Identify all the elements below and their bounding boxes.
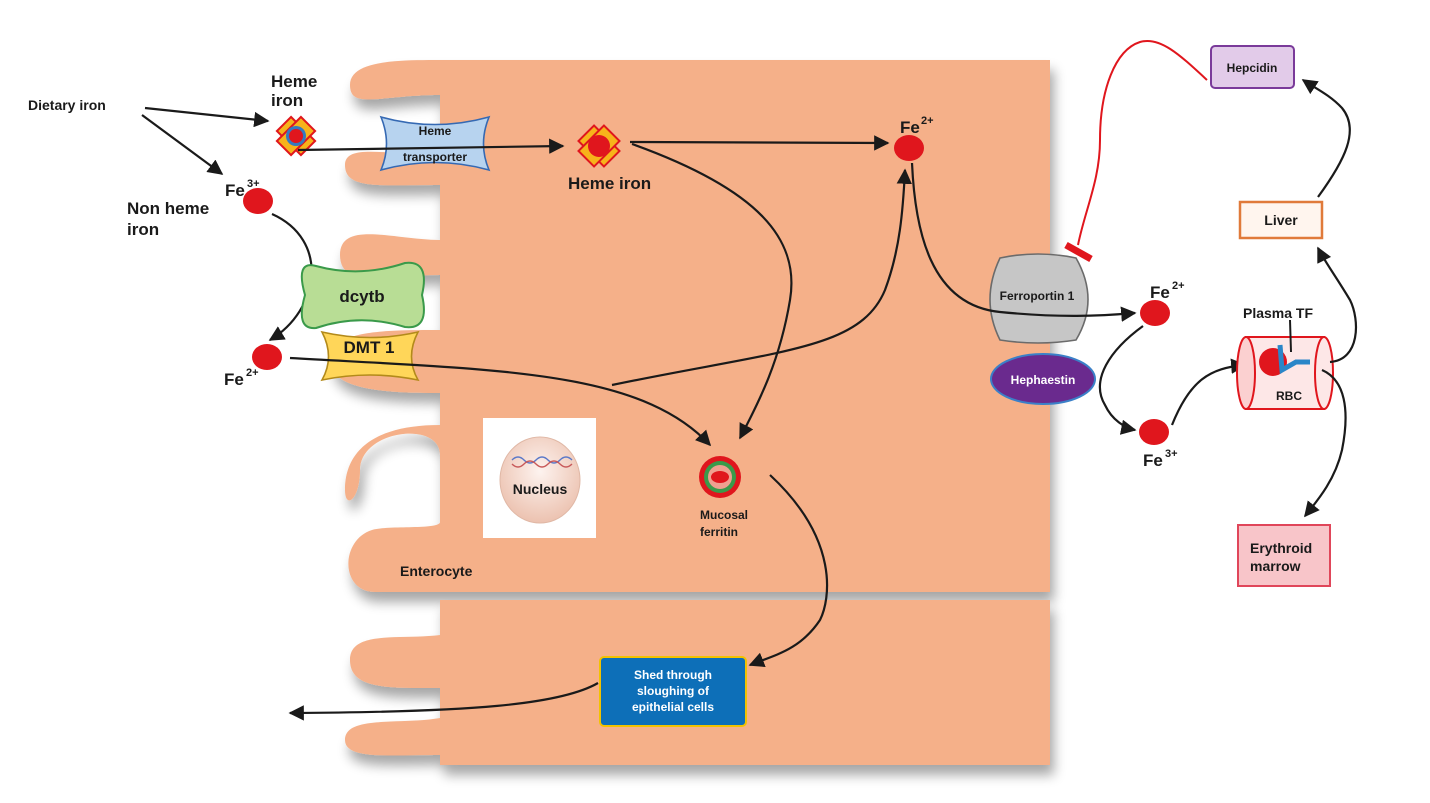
shed-epithelial-box: Shed through sloughing of epithelial cel… [599,656,747,727]
liver-label: Liver [1264,212,1298,228]
ferroportin-label: Ferroportin 1 [1000,289,1075,303]
mucosal-ferritin-line1: Mucosal [700,508,748,522]
mucosal-ferritin: Mucosal ferritin [699,456,748,539]
shed-line1: Shed through [634,668,712,682]
dmt1-transporter: DMT 1 [320,330,420,382]
fe3-right-sup: 3+ [1165,448,1178,460]
fe2-top-label: Fe [900,118,920,137]
hepcidin-inhibition-bar [1064,241,1093,263]
fe2-left-sup: 2+ [246,367,259,379]
liver-box: Liver [1238,200,1324,240]
fe3-left-sup: 3+ [247,178,260,190]
ferroportin-1: Ferroportin 1 [989,253,1089,344]
enterocyte-label: Enterocyte [400,563,473,579]
hepcidin-label: Hepcidin [1227,61,1278,75]
heme-transporter-line1: Heme [419,124,452,138]
heme-molecule-icon [275,115,317,157]
dcytb-protein: dcytb [300,261,425,330]
heme-molecule-mid-icon [577,124,621,168]
nucleus: Nucleus [483,418,596,538]
hephaestin: Hephaestin [990,353,1096,405]
heme-transporter-line2: transporter [403,150,467,164]
non-heme-line2: iron [127,220,159,239]
plasma-tf-label: Plasma TF [1243,305,1313,321]
fe2-top-sup: 2+ [921,115,934,127]
erythroid-line1: Erythroid [1250,540,1312,556]
erythroid-line2: marrow [1250,558,1301,574]
dmt1-label: DMT 1 [344,338,395,357]
dietary-iron-label: Dietary iron [28,97,106,113]
hepcidin-inhibition-line [1077,39,1208,246]
heme-iron-top-line2: iron [271,91,303,110]
iron-fe3-right: Fe 3+ [1139,419,1178,470]
heme-iron-mid-label: Heme iron [568,174,651,193]
fe2-right-sup: 2+ [1172,280,1185,292]
heme-iron-top-line1: Heme [271,72,317,91]
iron-fe3-left: Fe 3+ [225,178,273,214]
fe2-left-label: Fe [224,370,244,389]
rbc-vessel: RBC [1236,319,1334,410]
iron-fe2-right: Fe 2+ [1140,280,1185,326]
fe3-right-label: Fe [1143,451,1163,470]
rbc-label: RBC [1276,389,1302,403]
hepcidin-box: Hepcidin [1210,45,1295,89]
fe3-left-label: Fe [225,181,245,200]
heme-transporter: Heme transporter [379,115,491,172]
fe2-right-label: Fe [1150,283,1170,302]
iron-fe2-left: Fe 2+ [224,344,282,389]
iron-fe2-top: Fe 2+ [894,115,934,161]
nucleus-label: Nucleus [513,481,568,497]
hephaestin-label: Hephaestin [1011,373,1076,387]
shed-line3: epithelial cells [632,700,714,714]
non-heme-line1: Non heme [127,199,209,218]
dcytb-label: dcytb [339,287,384,306]
mucosal-ferritin-line2: ferritin [700,525,738,539]
erythroid-marrow-box: Erythroid marrow [1237,524,1331,587]
shed-line2: sloughing of [637,684,710,698]
